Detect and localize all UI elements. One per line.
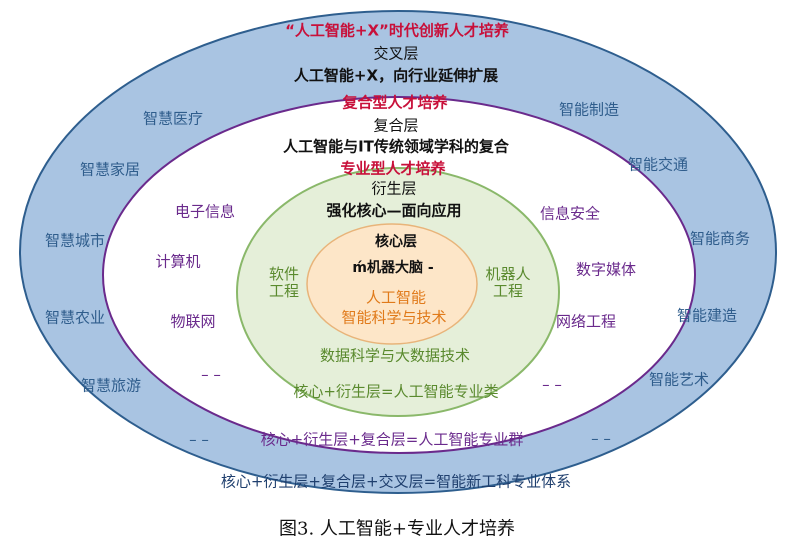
core-layer-ellipse [306,223,478,345]
cross-item-right: 智能建造 [676,306,738,325]
compound-layer-name: 复合层 [373,116,419,135]
cross-layer-summary: 核心+衍生层+复合层+交叉层=智能新工科专业体系 [220,472,572,491]
derived-layer-name: 衍生层 [371,179,417,198]
cross-item-left: 智慧旅游 [80,376,142,395]
derived-layer-desc: 强化核心—面向应用 [326,201,462,220]
compound-item-left: 电子信息 [174,202,236,221]
cross-layer-desc: 人工智能+X，向行业延伸扩展 [293,66,499,85]
cross-ellipsis-left: – – [189,430,209,449]
compound-ellipsis-right: – – [542,375,562,394]
derived-item-data-science: 数据科学与大数据技术 [319,346,471,365]
derived-item-robotics-engineering: 机器人 工程 [485,264,531,300]
cross-item-right: 智能制造 [558,100,620,119]
compound-layer-desc: 人工智能与IT传统领域学科的复合 [283,137,509,156]
cross-item-left: 智慧家居 [79,160,141,179]
derived-item-software-engineering: 软件 工程 [268,264,300,300]
cross-item-right: 智能商务 [689,229,751,248]
cross-item-left: 智慧农业 [44,308,106,327]
core-item-intelligent-science: 智能科学与技术 [341,308,447,327]
cross-item-left: 智慧医疗 [142,109,204,128]
core-layer-name: 核心层 [375,233,417,250]
core-layer-subtitle: ḿ机器大脑 - [352,259,434,276]
cross-ellipsis-right: – – [591,429,611,448]
compound-layer-summary: 核心+衍生层+复合层=人工智能专业群 [260,430,524,449]
compound-item-right: 网络工程 [555,312,617,331]
compound-item-right: 信息安全 [539,204,601,223]
cross-layer-title: “人工智能+X”时代创新人才培养 [285,21,509,40]
compound-item-right: 数字媒体 [575,260,637,279]
figure-caption: 图3. 人工智能+专业人才培养 [279,518,515,540]
derived-layer-title: 专业型人才培养 [340,159,446,178]
compound-item-left: 物联网 [170,312,216,331]
cross-item-right: 智能艺术 [648,370,710,389]
compound-item-left: 计算机 [155,252,201,271]
cross-item-left: 智慧城市 [44,231,106,250]
cross-layer-name: 交叉层 [373,44,419,63]
compound-ellipsis-left: – – [201,365,221,384]
core-item-ai: 人工智能 [365,288,427,307]
cross-item-right: 智能交通 [627,155,689,174]
compound-layer-title: 复合型人才培养 [342,93,448,112]
derived-layer-summary: 核心+衍生层=人工智能专业类 [293,382,499,401]
